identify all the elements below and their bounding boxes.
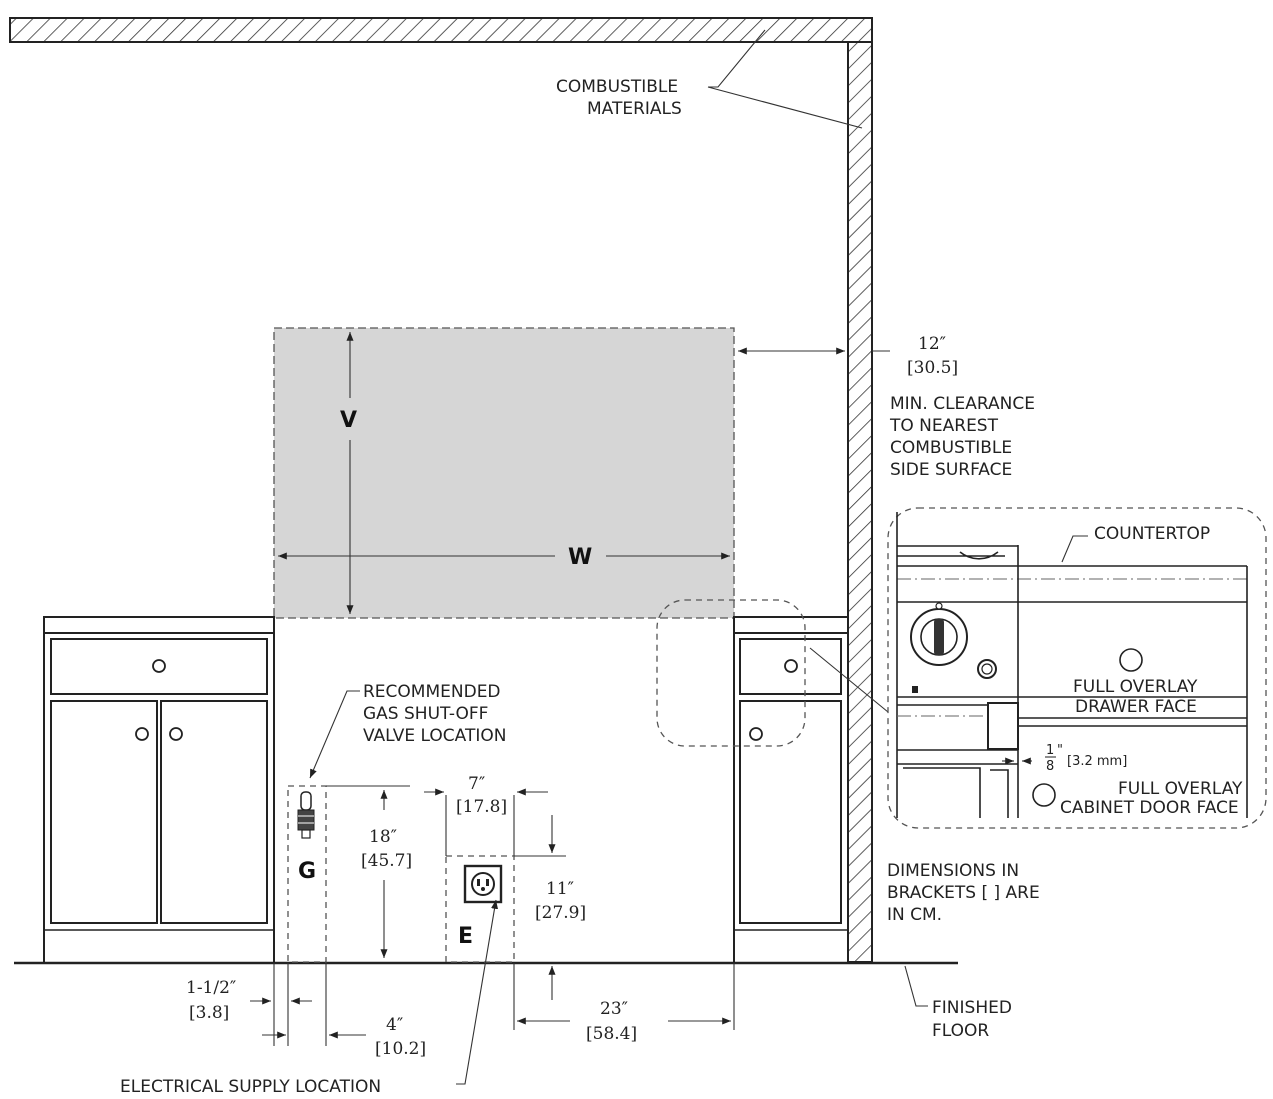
gas-height-dimension: 18″ [45.7] [326,785,412,958]
combustible-wall [9,17,873,963]
svg-text:7″: 7″ [468,774,485,794]
detail-callout [656,599,889,747]
finished-floor: FINISHED FLOOR [14,961,1012,1041]
svg-text:GAS SHUT-OFF: GAS SHUT-OFF [363,704,488,724]
svg-text:E: E [458,924,473,949]
left-cabinet [43,616,275,964]
svg-text:[3.2 mm]: [3.2 mm] [1067,754,1127,769]
outlet-height-dimension: 11″ [27.9] [514,815,586,1000]
svg-text:11″: 11″ [546,879,574,899]
svg-text:18″: 18″ [369,827,397,847]
svg-text:4″: 4″ [386,1015,403,1035]
svg-text:ELECTRICAL SUPPLY LOCATION: ELECTRICAL SUPPLY LOCATION [120,1077,381,1097]
gas-valve-location: RECOMMENDED GAS SHUT-OFF VALVE LOCATION … [287,682,506,963]
svg-text:V: V [340,408,357,433]
svg-text:FULL OVERLAY: FULL OVERLAY [1073,677,1198,697]
svg-text:[10.2]: [10.2] [375,1039,426,1059]
svg-text:IN CM.: IN CM. [887,905,942,925]
svg-text:12″: 12″ [918,334,946,354]
combustible-materials-label: COMBUSTIBLE MATERIALS [556,29,863,129]
svg-text:FLOOR: FLOOR [932,1021,989,1041]
svg-text:[27.9]: [27.9] [535,903,586,923]
svg-text:[3.8]: [3.8] [189,1003,229,1023]
svg-text:MATERIALS: MATERIALS [587,99,682,119]
svg-text:G: G [298,859,316,884]
svg-text:1-1/2″: 1-1/2″ [186,978,236,998]
width-w-dimension: W [278,545,730,570]
dimensions-note: DIMENSIONS IN BRACKETS [ ] ARE IN CM. [887,861,1040,925]
svg-text:RECOMMENDED: RECOMMENDED [363,682,501,702]
svg-text:": " [1057,743,1063,758]
svg-text:23″: 23″ [600,999,628,1019]
svg-text:COMBUSTIBLE: COMBUSTIBLE [556,77,678,97]
svg-text:8: 8 [1046,759,1054,774]
svg-text:[58.4]: [58.4] [586,1024,637,1044]
outlet-icon [463,864,503,904]
svg-text:[17.8]: [17.8] [456,797,507,817]
svg-text:VALVE LOCATION: VALVE LOCATION [363,726,506,746]
svg-text:1: 1 [1046,743,1054,758]
svg-text:W: W [568,545,592,570]
countertop-detail-view: 1 8 " [3.2 mm] COUNTERTOP FULL OVERLAY D… [887,507,1267,829]
svg-text:COMBUSTIBLE: COMBUSTIBLE [890,438,1012,458]
height-v-dimension: V [340,332,357,614]
bottom-dimensions: 1-1/2″ [3.8] 4″ [10.2] 23″ [58.4] [186,963,735,1059]
svg-text:FULL OVERLAY: FULL OVERLAY [1118,779,1243,799]
svg-text:BRACKETS [ ] ARE: BRACKETS [ ] ARE [887,883,1040,903]
svg-text:DRAWER FACE: DRAWER FACE [1075,697,1197,717]
svg-text:[45.7]: [45.7] [361,851,412,871]
svg-text:CABINET DOOR FACE: CABINET DOOR FACE [1060,798,1239,818]
right-cabinet [733,616,849,964]
svg-text:FINISHED: FINISHED [932,998,1012,1018]
appliance-outline [273,327,735,619]
side-clearance-dimension: 12″ [30.5] MIN. CLEARANCE TO NEAREST COM… [738,334,1035,480]
svg-text:MIN. CLEARANCE: MIN. CLEARANCE [890,394,1035,414]
outlet-width-dimension: 7″ [17.8] [424,774,548,856]
svg-text:SIDE SURFACE: SIDE SURFACE [890,460,1012,480]
svg-text:COUNTERTOP: COUNTERTOP [1094,524,1210,544]
svg-text:TO NEAREST: TO NEAREST [889,416,999,436]
svg-text:[30.5]: [30.5] [907,358,958,378]
svg-text:DIMENSIONS IN: DIMENSIONS IN [887,861,1019,881]
electrical-supply-location: E ELECTRICAL SUPPLY LOCATION [120,855,515,1097]
gas-valve-icon [297,791,315,839]
